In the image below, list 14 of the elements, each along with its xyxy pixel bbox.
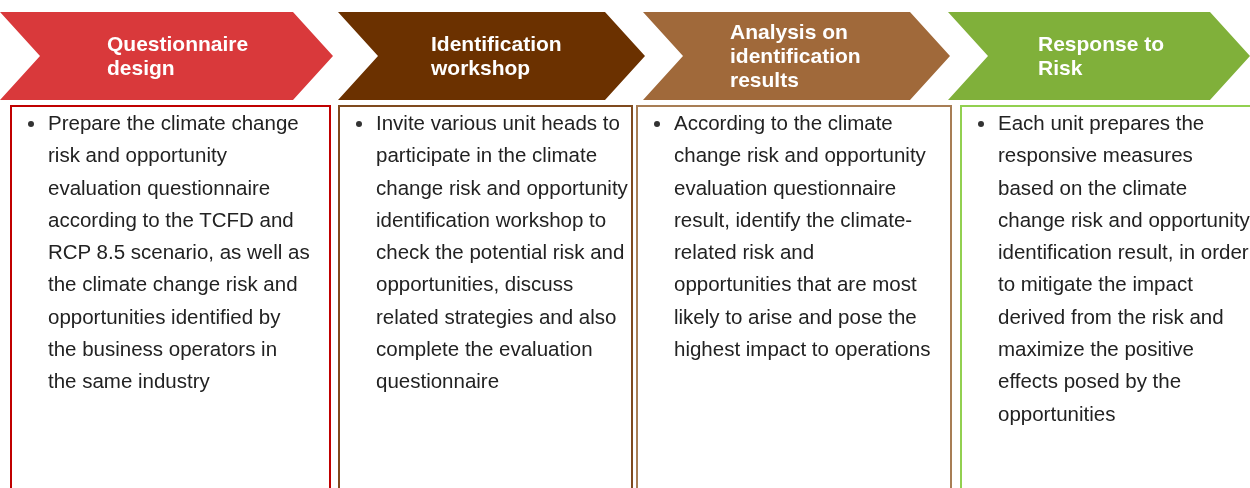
step-heading: Response to Risk xyxy=(1038,32,1166,80)
step-banner xyxy=(948,12,1250,100)
step-heading: Analysis on identification results xyxy=(730,20,862,92)
step-banner xyxy=(0,12,333,100)
step-description: Invite various unit heads to participate in the climate change risk and opportunity identification workshop to check the potential risk and opportunities, discuss related strategies and also complete the evaluation questionnaire xyxy=(376,110,629,395)
step-heading: Questionnaire design xyxy=(107,32,250,80)
step-card xyxy=(338,105,633,488)
step-card xyxy=(636,105,952,488)
step-description: Each unit prepares the responsive measures based on the climate change risk and opportunity identification result, in order to mitigate the impact derived from the risk and maximize the positive effects posed by the opportunities xyxy=(998,110,1250,427)
step-heading: Identification workshop xyxy=(431,32,563,80)
step-description: Prepare the climate change risk and opportunity evaluation questionnaire according to the TCFD and RCP 8.5 scenario, as well as the climate change risk and opportunities identified by the business operators in the same industry xyxy=(48,110,310,395)
step-card xyxy=(10,105,331,488)
step-description: According to the climate change risk and opportunity evaluation questionnaire result, identify the climate-related risk and opportunities that are most likely to arise and pose the highest impact to operations xyxy=(674,110,932,363)
step-card xyxy=(960,105,1250,488)
